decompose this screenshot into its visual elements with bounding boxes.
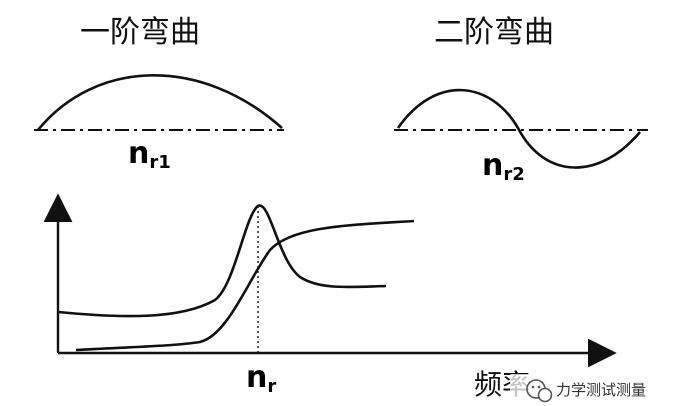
wechat-icon bbox=[526, 379, 553, 403]
first-mode-label: nr1 bbox=[128, 136, 171, 173]
resonance-label: nr bbox=[246, 360, 276, 397]
amplitude-curve bbox=[57, 204, 387, 318]
phase-curve bbox=[75, 219, 415, 352]
first-mode-label-sub: r1 bbox=[149, 152, 170, 173]
resonance-label-sub: r bbox=[267, 376, 276, 397]
second-mode-shape bbox=[396, 88, 641, 169]
first-mode-shape bbox=[36, 74, 283, 131]
first-mode-label-main: n bbox=[128, 136, 149, 171]
second-mode-label: nr2 bbox=[482, 148, 525, 185]
watermark: 力学测试测量 bbox=[510, 374, 684, 406]
resonance-label-main: n bbox=[246, 360, 267, 395]
second-mode-label-sub: r2 bbox=[503, 164, 524, 185]
second-bending-title: 二阶弯曲 bbox=[434, 15, 554, 50]
watermark-text: 力学测试测量 bbox=[556, 381, 646, 399]
second-mode-label-main: n bbox=[482, 148, 503, 183]
first-bending-title: 一阶弯曲 bbox=[80, 15, 200, 50]
